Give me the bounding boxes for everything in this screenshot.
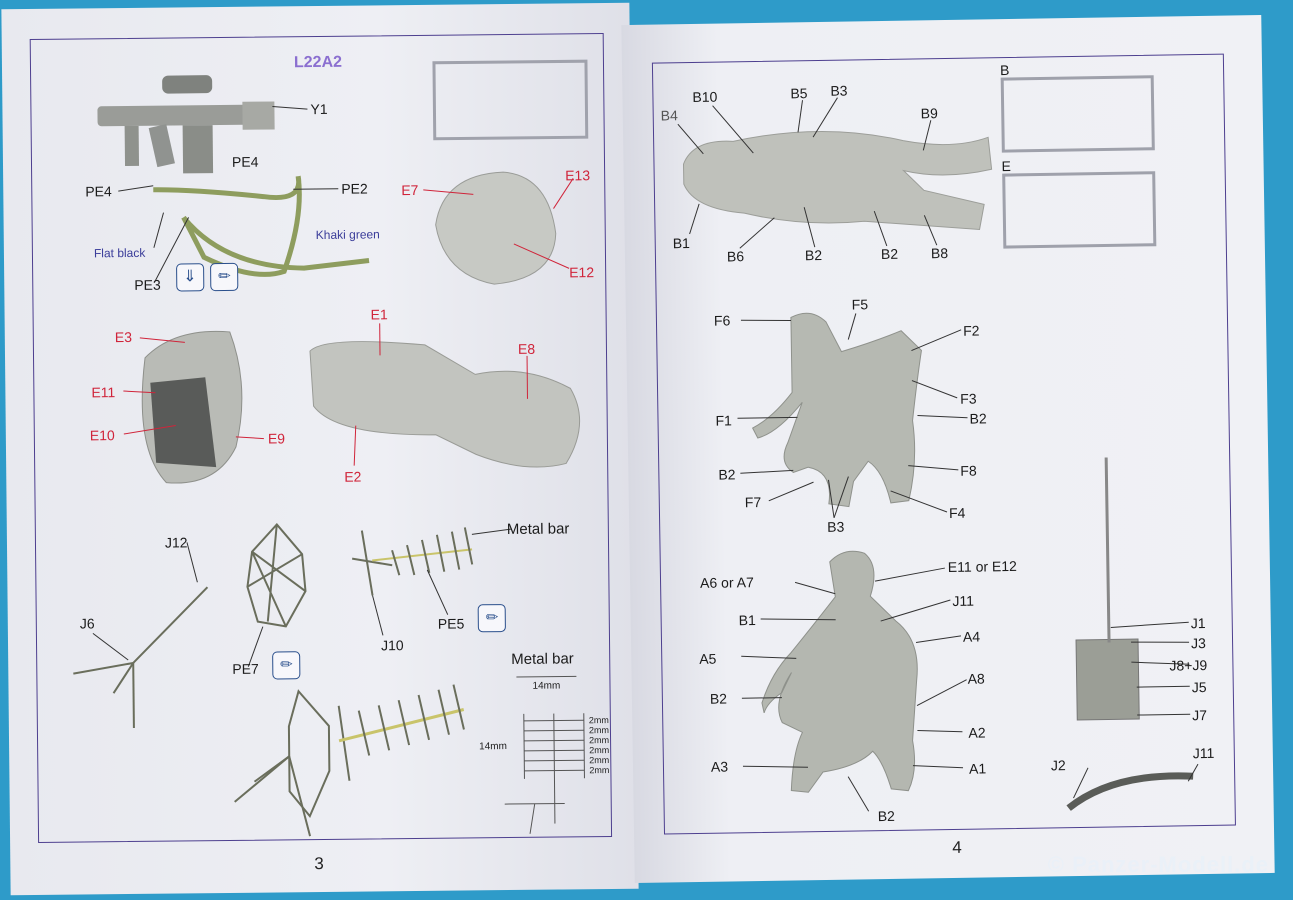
- left-page-illustrations: [73, 59, 589, 837]
- label-a4: A4: [962, 628, 981, 645]
- label-j1: J1: [1190, 614, 1206, 632]
- note-khaki-green: Khaki green: [315, 227, 380, 243]
- label-f5: F5: [851, 296, 869, 313]
- dim-2mm: 2mm: [588, 724, 610, 736]
- metal-bar-diagram: [504, 675, 585, 834]
- label-metal-bar-top: Metal bar: [506, 520, 570, 539]
- label-e2: E2: [344, 468, 362, 485]
- paint-icon: ✏: [210, 262, 239, 292]
- label-e13: E13: [565, 167, 591, 184]
- note-flat-black: Flat black: [93, 245, 146, 261]
- label-pe4-left: PE4: [85, 183, 112, 200]
- paint-icon-pe5: ✏: [477, 604, 506, 633]
- label-b6: B6: [726, 248, 745, 265]
- label-a5: A5: [699, 650, 717, 667]
- label-f2: F2: [963, 322, 980, 339]
- label-b3-b: B3: [827, 518, 845, 535]
- rifle-title: L22A2: [293, 53, 343, 72]
- label-e9: E9: [267, 430, 286, 447]
- label-b9: B9: [920, 105, 938, 122]
- dim-2mm: 2mm: [589, 744, 610, 756]
- label-pe3: PE3: [134, 276, 161, 293]
- page-number-right: 4: [952, 837, 962, 857]
- label-b8: B8: [930, 244, 949, 262]
- label-f3: F3: [960, 390, 977, 407]
- label-a3: A3: [710, 758, 729, 775]
- label-e7: E7: [401, 181, 419, 199]
- label-f4: F4: [948, 504, 966, 521]
- label-pe2: PE2: [341, 180, 368, 197]
- label-e11-or-e12: E11 or E12: [947, 557, 1017, 576]
- label-y1: Y1: [310, 100, 328, 118]
- label-b5: B5: [790, 85, 808, 102]
- right-page-illustrations: [677, 75, 1199, 812]
- label-b1: B1: [672, 235, 690, 252]
- label-b2-a: B2: [804, 246, 823, 264]
- label-j2: J2: [1050, 757, 1066, 774]
- label-b2-f: B2: [877, 807, 896, 825]
- antenna-drawing: [73, 522, 474, 837]
- sprue-label-b: B: [999, 61, 1010, 79]
- left-page: L22A2 Y1 PE4 PE4 PE2 Flat black Khaki gr…: [1, 2, 639, 896]
- sprue-label-e: E: [1001, 157, 1012, 175]
- label-metal-bar-title: Metal bar: [511, 650, 574, 669]
- label-b1-b: B1: [738, 612, 756, 629]
- label-e12: E12: [569, 264, 595, 281]
- dim-2mm: 2mm: [589, 754, 610, 766]
- paint-icon-pe7: ✏: [272, 651, 301, 680]
- label-b2-c: B2: [969, 410, 987, 427]
- label-e11: E11: [91, 384, 116, 401]
- label-b10: B10: [692, 88, 718, 105]
- label-j8-j9: J8+J9: [1169, 656, 1208, 674]
- rifle-drawing: [97, 75, 275, 174]
- label-b2-b: B2: [880, 245, 899, 263]
- dimension-list: 2mm 2mm 2mm 2mm 2mm 2mm: [589, 715, 610, 775]
- label-e8: E8: [517, 340, 536, 357]
- label-j11: J11: [952, 592, 975, 609]
- label-pe5: PE5: [437, 615, 465, 632]
- label-b2-d: B2: [718, 466, 736, 483]
- label-e3: E3: [114, 328, 133, 346]
- label-a6-or-a7: A6 or A7: [699, 574, 754, 591]
- label-j12: J12: [164, 534, 188, 551]
- label-j5: J5: [1191, 678, 1207, 696]
- dim-2mm: 2mm: [589, 764, 610, 776]
- label-pe4-right: PE4: [231, 153, 259, 170]
- label-a8: A8: [967, 670, 985, 687]
- label-e10: E10: [89, 427, 115, 444]
- glue-icon: ⇓: [176, 263, 205, 292]
- label-f6: F6: [713, 312, 731, 329]
- label-b2-e: B2: [709, 690, 728, 707]
- label-b3: B3: [830, 82, 848, 99]
- right-page: B E B4 B10 B5 B3 B9 B1 B6 B2 B2 B8 F6 F5…: [621, 15, 1275, 883]
- label-j7: J7: [1192, 706, 1208, 724]
- label-pe7: PE7: [232, 660, 259, 677]
- label-f7: F7: [744, 493, 762, 511]
- label-a2: A2: [968, 724, 986, 741]
- label-e1: E1: [370, 306, 388, 323]
- watermark: © Panzer-Modell.de: [1047, 852, 1269, 877]
- label-f8: F8: [960, 462, 977, 479]
- label-14mm-top: 14mm: [532, 680, 561, 692]
- label-b4: B4: [660, 107, 678, 124]
- label-j10: J10: [380, 637, 404, 654]
- label-a1: A1: [968, 760, 987, 777]
- label-j6: J6: [79, 615, 95, 632]
- dim-2mm: 2mm: [588, 714, 609, 726]
- page-number-left: 3: [314, 853, 324, 874]
- label-14mm-side: 14mm: [479, 741, 507, 753]
- dim-2mm: 2mm: [589, 734, 610, 746]
- label-j11-b: J11: [1192, 744, 1215, 762]
- label-j3: J3: [1190, 634, 1207, 652]
- label-f1: F1: [715, 412, 732, 429]
